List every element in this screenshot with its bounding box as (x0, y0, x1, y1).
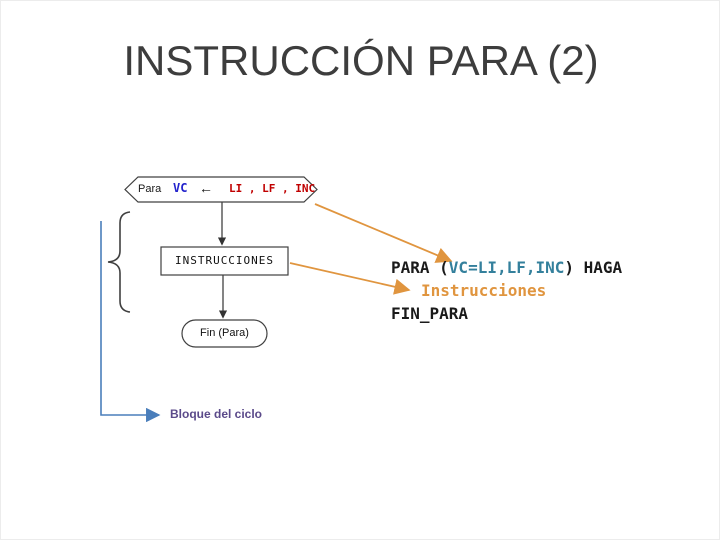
loop-params-label: LI , LF , INC (229, 182, 316, 195)
para-hexagon-shape (124, 176, 318, 203)
terminator-shape (181, 319, 268, 348)
callout-arrow-hex-to-code (314, 203, 453, 263)
code-line1-args: VC=LI,LF,INC (448, 258, 565, 277)
code-line-2: Instrucciones (421, 281, 547, 300)
loop-variable-label: VC (173, 181, 188, 195)
para-keyword-label: Para (138, 183, 162, 195)
callout-arrow-process-to-code (289, 262, 411, 295)
code-line-3: FIN_PARA (391, 304, 469, 323)
code-line1-suffix: ) HAGA (564, 258, 623, 277)
page-title: INSTRUCCIÓN PARA (2) (123, 37, 599, 84)
process-rect-shape (160, 246, 289, 276)
process-label: INSTRUCCIONES (174, 254, 275, 267)
loop-brace (107, 211, 131, 313)
code-line-1: PARA (VC=LI,LF,INC) HAGA (391, 258, 622, 277)
terminator-label: Fin (Para) (200, 327, 249, 339)
code-line1-prefix: PARA ( (391, 258, 449, 277)
assignment-arrow-icon: ← (199, 180, 213, 196)
loop-annotation-label: Bloque del ciclo (170, 407, 263, 421)
loop-extent-line (100, 221, 161, 423)
